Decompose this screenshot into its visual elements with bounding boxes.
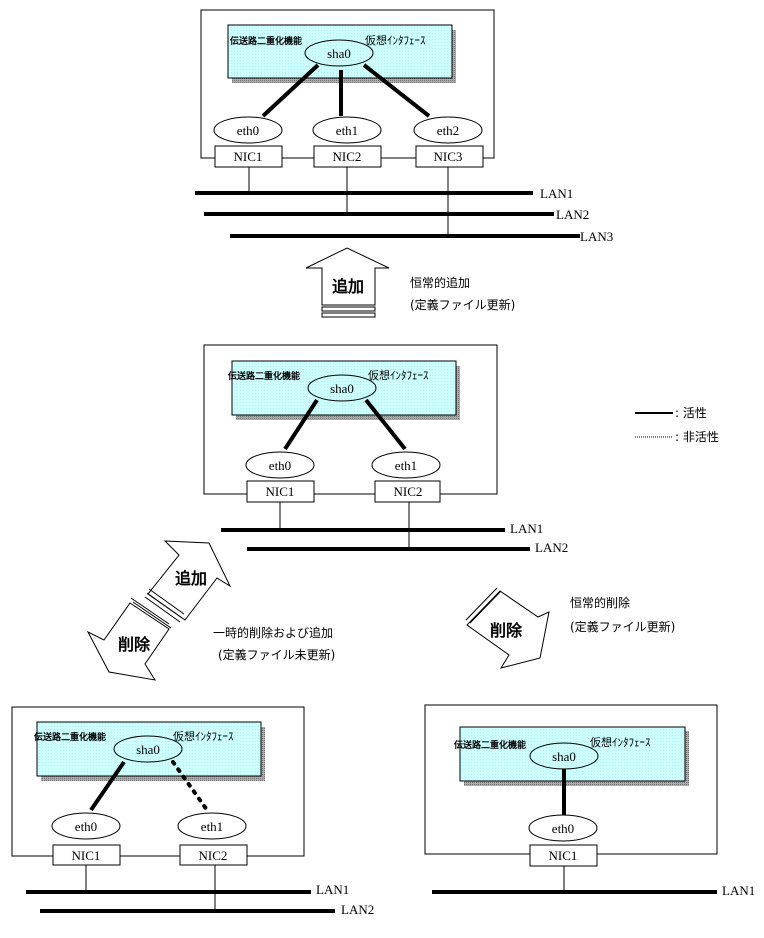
function-label: 伝送路二重化機能 bbox=[228, 370, 300, 382]
link-active bbox=[283, 398, 319, 451]
virtual-if-name: sha0 bbox=[136, 742, 160, 757]
eth-name: eth0 bbox=[552, 821, 574, 836]
lan-label: LAN1 bbox=[722, 883, 755, 898]
arrow-stripe bbox=[132, 601, 172, 629]
eth-node[interactable] bbox=[213, 116, 283, 144]
permanent-add-arrow: 追加 恒常的追加 (定義ファイル更新) bbox=[305, 247, 515, 318]
eth-name: eth0 bbox=[237, 123, 259, 138]
temp-delete-arrow: 削除 一時的削除および追加 (定義ファイル未更新) bbox=[86, 597, 335, 681]
virtual-if-node[interactable] bbox=[113, 735, 183, 763]
virtual-if-node[interactable] bbox=[529, 742, 599, 770]
virtual-if-name: sha0 bbox=[330, 381, 354, 396]
eth-name: eth2 bbox=[437, 123, 459, 138]
nic-name: NIC1 bbox=[72, 848, 101, 863]
arrow-stripe bbox=[469, 590, 502, 624]
lan-label: LAN1 bbox=[540, 186, 573, 201]
link-inactive bbox=[171, 760, 209, 812]
arrow-stripe bbox=[321, 306, 376, 312]
lan-label: LAN1 bbox=[510, 521, 543, 536]
lan-label: LAN2 bbox=[341, 902, 374, 917]
legend-active-label: : 活性 bbox=[675, 406, 707, 420]
temp-add-arrow: 追加 bbox=[144, 540, 232, 623]
virtual-if-label: 仮想ｲﾝﾀﾌｪｰｽ bbox=[590, 735, 651, 749]
nic-name: NIC1 bbox=[266, 484, 295, 499]
arrow-caption: (定義ファイル更新) bbox=[570, 619, 675, 634]
lan-label: LAN2 bbox=[535, 540, 568, 555]
eth-name: eth1 bbox=[201, 819, 223, 834]
arrow-caption: 恒常的追加 bbox=[410, 275, 470, 290]
function-label: 伝送路二重化機能 bbox=[230, 35, 302, 47]
arrow-caption: 一時的削除および追加 bbox=[213, 625, 333, 640]
diagonal-down-arrow-icon bbox=[466, 590, 550, 669]
arrow-label: 追加 bbox=[332, 277, 364, 296]
eth-name: eth1 bbox=[395, 458, 417, 473]
link-active bbox=[362, 63, 431, 118]
lan-label: LAN2 bbox=[556, 207, 589, 222]
virtual-if-label: 仮想ｲﾝﾀﾌｪｰｽ bbox=[365, 33, 426, 47]
arrow-label: 削除 bbox=[490, 621, 523, 640]
arrow-caption: (定義ファイル未更新) bbox=[218, 647, 335, 662]
virtual-if-label: 仮想ｲﾝﾀﾌｪｰｽ bbox=[173, 729, 234, 743]
nic-name: NIC2 bbox=[199, 848, 228, 863]
virtual-if-name: sha0 bbox=[552, 749, 576, 764]
permanent-delete-arrow: 削除 恒常的削除 (定義ファイル更新) bbox=[465, 587, 675, 669]
eth-node[interactable] bbox=[528, 814, 598, 842]
up-arrow-icon bbox=[305, 247, 390, 306]
nic-name: NIC3 bbox=[434, 149, 463, 164]
arrow-label: 削除 bbox=[118, 635, 151, 654]
arrow-stripe bbox=[465, 587, 498, 621]
eth-node[interactable] bbox=[177, 812, 247, 840]
link-active bbox=[89, 760, 126, 812]
diagonal-up-arrow-icon bbox=[147, 540, 232, 621]
eth-name: eth0 bbox=[269, 458, 291, 473]
diagram-bottom-left: 伝送路二重化機能 仮想ｲﾝﾀﾌｪｰｽ sha0 eth0 eth1 NIC1 N… bbox=[11, 706, 374, 917]
eth-node[interactable] bbox=[51, 812, 121, 840]
diagram-bottom-right: 伝送路二重化機能 仮想ｲﾝﾀﾌｪｰｽ sha0 eth0 NIC1 LAN1 bbox=[424, 704, 755, 898]
nic-name: NIC1 bbox=[234, 149, 263, 164]
diagram-middle: 伝送路二重化機能 仮想ｲﾝﾀﾌｪｰｽ sha0 eth0 eth1 NIC1 N… bbox=[203, 344, 568, 555]
nic-name: NIC2 bbox=[394, 484, 423, 499]
legend-inactive-label: : 非活性 bbox=[675, 430, 719, 444]
nic-box[interactable] bbox=[374, 480, 441, 503]
function-label: 伝送路二重化機能 bbox=[34, 731, 106, 743]
eth-node[interactable] bbox=[312, 116, 382, 144]
arrow-stripe bbox=[148, 588, 185, 615]
diagonal-down-arrow-icon bbox=[86, 602, 170, 681]
arrow-caption: 恒常的削除 bbox=[570, 595, 630, 610]
lan-label: LAN1 bbox=[316, 882, 349, 897]
arrow-label: 追加 bbox=[175, 569, 207, 588]
link-active bbox=[364, 398, 407, 451]
link-active bbox=[261, 63, 320, 118]
eth-name: eth1 bbox=[336, 123, 358, 138]
eth-name: eth0 bbox=[75, 819, 97, 834]
eth-node[interactable] bbox=[413, 116, 483, 144]
nic-name: NIC1 bbox=[549, 848, 578, 863]
eth-node[interactable] bbox=[245, 451, 315, 479]
virtual-if-node[interactable] bbox=[307, 374, 377, 402]
legend: : 活性 : 非活性 bbox=[635, 406, 719, 444]
arrow-stripe bbox=[144, 596, 181, 623]
lan-label: LAN3 bbox=[580, 229, 613, 244]
arrow-caption: (定義ファイル更新) bbox=[410, 297, 515, 312]
nic-box[interactable] bbox=[179, 844, 248, 866]
eth-node[interactable] bbox=[371, 451, 441, 479]
diagram-top: 伝送路二重化機能 仮想ｲﾝﾀﾌｪｰｽ sha0 eth0 eth1 eth2 N… bbox=[195, 9, 613, 244]
nic-box[interactable] bbox=[415, 145, 484, 168]
arrow-stripe bbox=[321, 312, 376, 318]
virtual-if-node[interactable] bbox=[304, 39, 374, 67]
arrow-stripe bbox=[146, 592, 183, 619]
virtual-if-name: sha0 bbox=[327, 46, 351, 61]
function-label: 伝送路二重化機能 bbox=[454, 739, 526, 751]
nic-name: NIC2 bbox=[333, 149, 362, 164]
virtual-if-label: 仮想ｲﾝﾀﾌｪｰｽ bbox=[368, 368, 429, 382]
arrow-stripe bbox=[130, 597, 170, 625]
